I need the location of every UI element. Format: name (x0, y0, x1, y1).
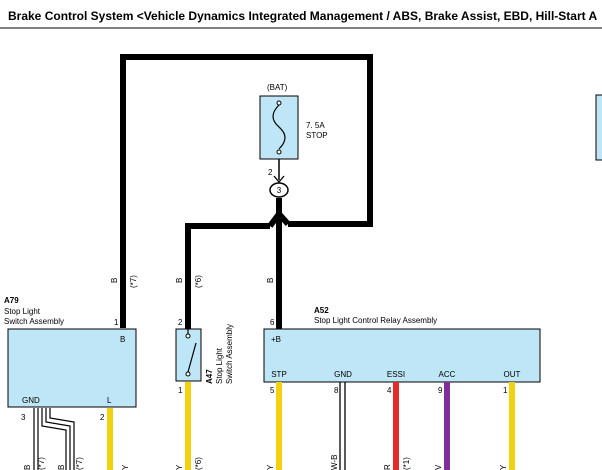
fuse-pin-number: 2 (268, 168, 273, 177)
fuse-rating: 7. 5A (306, 121, 325, 130)
a47-pin-top: 2 (178, 318, 183, 327)
fuse-name: STOP (306, 131, 328, 140)
a79-pin-gnd: 3 (21, 413, 26, 422)
fuse-source-label: (BAT) (267, 83, 288, 92)
a52-term-out: OUT (504, 370, 521, 379)
wire-bottom-color: R (383, 464, 392, 470)
wire-bottom-color: Y (266, 464, 275, 470)
a79-term-l: L (107, 396, 112, 405)
fuse-terminal-bottom (276, 149, 282, 155)
a79-code: A79 (4, 296, 19, 305)
a52-term-acc: ACC (439, 370, 456, 379)
wire-to-a47 (185, 223, 270, 330)
a79-pin-l: 2 (100, 413, 105, 422)
a52-term-gnd: GND (334, 370, 352, 379)
a47-contact-bottom (185, 371, 191, 377)
fuse-terminal-top (276, 100, 282, 106)
a47-contact-lever (187, 342, 197, 373)
a52-pin-top: 6 (270, 318, 275, 327)
a52-pin-acc: 9 (438, 386, 443, 395)
wire-bottom-color: Y (175, 464, 184, 470)
wire-middle-note: (*6) (194, 275, 203, 288)
wire-bottom-color: V (434, 464, 443, 470)
a52-name: Stop Light Control Relay Assembly (314, 316, 437, 325)
a52-relay-box (263, 328, 541, 383)
junction-number: 3 (277, 186, 282, 195)
a52-term-essi: ESSI (387, 370, 405, 379)
a52-pin-out: 1 (503, 386, 508, 395)
a79-switch-box (7, 328, 137, 408)
a79-bottom-label: (*7) (37, 457, 46, 470)
a79-gnd-wire (41, 408, 67, 470)
a52-term-stp: STP (271, 370, 287, 379)
wire-left-note: (*7) (129, 275, 138, 288)
a52-pin-stp: 5 (270, 386, 275, 395)
a79-pin-b: 1 (114, 318, 119, 327)
a52-code: A52 (314, 306, 329, 315)
a47-contact-top (185, 333, 191, 339)
wire-left-color: B (110, 278, 119, 283)
a79-name-line1: Stop Light (4, 307, 41, 316)
a47-name-line1: Stop Light (215, 347, 224, 384)
a52-pin-gnd: 8 (334, 386, 339, 395)
page-title: Brake Control System <Vehicle Dynamics I… (8, 9, 598, 23)
a79-bottom-label: B (57, 465, 66, 470)
wire-bottom-note: (*6) (194, 457, 203, 470)
fuse-arrow-icon (273, 175, 285, 184)
a47-name-line2: Switch Assembly (225, 324, 234, 384)
wire-bottom-note: (*1) (402, 457, 411, 470)
a79-gnd-wire (45, 408, 71, 470)
wire-power-loop (120, 54, 373, 328)
offpage-component (595, 94, 602, 161)
a79-bottom-label: (*7) (75, 457, 84, 470)
a52-pin-essi: 4 (387, 386, 392, 395)
wire-bottom-color: W-B (330, 455, 339, 470)
wire-bottom-color: Y (121, 464, 130, 470)
a47-code: A47 (205, 369, 214, 384)
a79-gnd-wire (49, 408, 75, 470)
a52-term-top: +B (271, 335, 281, 344)
wire-middle-color: B (175, 278, 184, 283)
a79-bottom-label: B (23, 465, 32, 470)
wire-right-color: B (266, 278, 275, 283)
a47-pin-bottom: 1 (178, 386, 183, 395)
fuse-element (272, 104, 286, 150)
a79-term-gnd: GND (22, 396, 40, 405)
wire-bottom-color: Y (499, 464, 508, 470)
a79-name-line2: Switch Assembly (4, 317, 64, 326)
a79-term-b: B (120, 335, 125, 344)
junction-connector (269, 182, 289, 198)
